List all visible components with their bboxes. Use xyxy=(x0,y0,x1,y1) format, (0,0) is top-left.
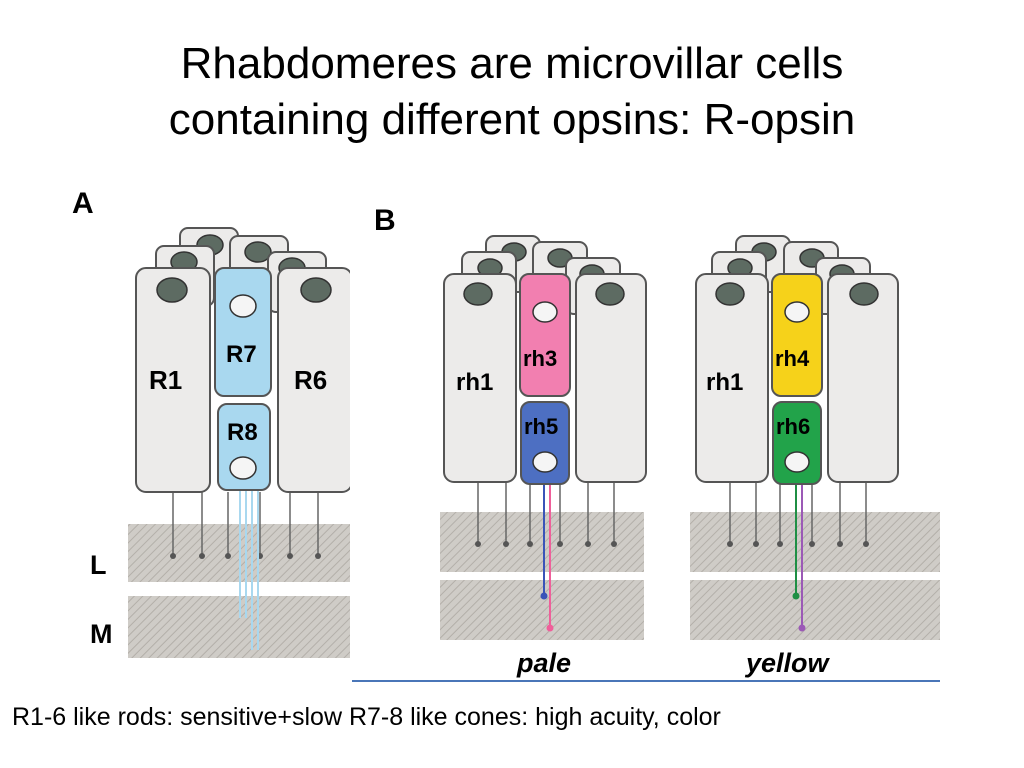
cell-r7 xyxy=(214,267,272,397)
genotype-pale-label: pale xyxy=(516,648,571,678)
cell-rh5-label: rh5 xyxy=(524,414,558,439)
nucleus-icon xyxy=(229,456,257,480)
axons-a xyxy=(172,492,319,556)
rh5-terminal xyxy=(540,592,548,600)
cell-r6-label: R6 xyxy=(294,365,327,395)
cell-rh1 xyxy=(443,273,517,483)
layer-m-label: M xyxy=(90,619,113,649)
panel-b-label: B xyxy=(374,204,396,237)
cell-r8-label: R8 xyxy=(227,419,258,446)
genotype-yellow-label: yellow xyxy=(744,648,831,678)
nucleus-icon xyxy=(849,282,879,306)
nucleus-icon xyxy=(595,282,625,306)
axon-terminals-pale xyxy=(475,541,617,547)
ommatidium-pale: rh1 rh3 rh5 pale xyxy=(443,235,647,678)
nucleus-icon xyxy=(156,277,188,303)
outer-cell xyxy=(827,273,899,483)
rh3-terminal xyxy=(546,624,554,632)
cell-r1-label: R1 xyxy=(149,365,182,395)
cell-r1 xyxy=(135,267,211,493)
cell-rh3-label: rh3 xyxy=(523,346,557,371)
panel-b: B xyxy=(350,186,940,682)
slide-title-line-2: containing different opsins: R-opsin xyxy=(168,95,856,144)
nucleus-icon xyxy=(229,294,257,318)
slide-caption: R1-6 like rods: sensitive+slow R7-8 like… xyxy=(12,703,721,731)
cell-rh6-label: rh6 xyxy=(776,414,810,439)
cell-rh1-label: rh1 xyxy=(456,369,493,396)
slide-title-line-1: Rhabdomeres are microvillar cells xyxy=(180,39,844,88)
ommatidium-yellow: rh1 rh4 rh6 yellow xyxy=(695,235,899,678)
cell-r7-label: R7 xyxy=(226,341,257,368)
nucleus-icon xyxy=(784,451,810,473)
outer-cell xyxy=(575,273,647,483)
cell-rh1 xyxy=(695,273,769,483)
axons-yellow xyxy=(729,482,867,544)
layer-gap xyxy=(644,500,690,650)
nucleus-icon xyxy=(532,301,558,323)
nucleus-icon xyxy=(532,451,558,473)
nucleus-icon xyxy=(784,301,810,323)
cell-rh4 xyxy=(771,273,823,397)
layer-l-label: L xyxy=(90,550,107,580)
r7-r8-axons xyxy=(239,488,259,650)
nucleus-icon xyxy=(463,282,493,306)
cell-rh3 xyxy=(519,273,571,397)
rh6-terminal xyxy=(792,592,800,600)
nucleus-icon xyxy=(715,282,745,306)
cell-rh1-label: rh1 xyxy=(706,369,743,396)
nucleus-icon xyxy=(300,277,332,303)
panel-a-label: A xyxy=(72,187,94,220)
axons-pale xyxy=(477,482,615,544)
axon-terminals-yellow xyxy=(727,541,869,547)
rh4-terminal xyxy=(798,624,806,632)
cell-rh4-label: rh4 xyxy=(775,346,810,371)
slide-title: Rhabdomeres are microvillar cells contai… xyxy=(0,36,1024,148)
panel-a: A xyxy=(72,187,353,658)
